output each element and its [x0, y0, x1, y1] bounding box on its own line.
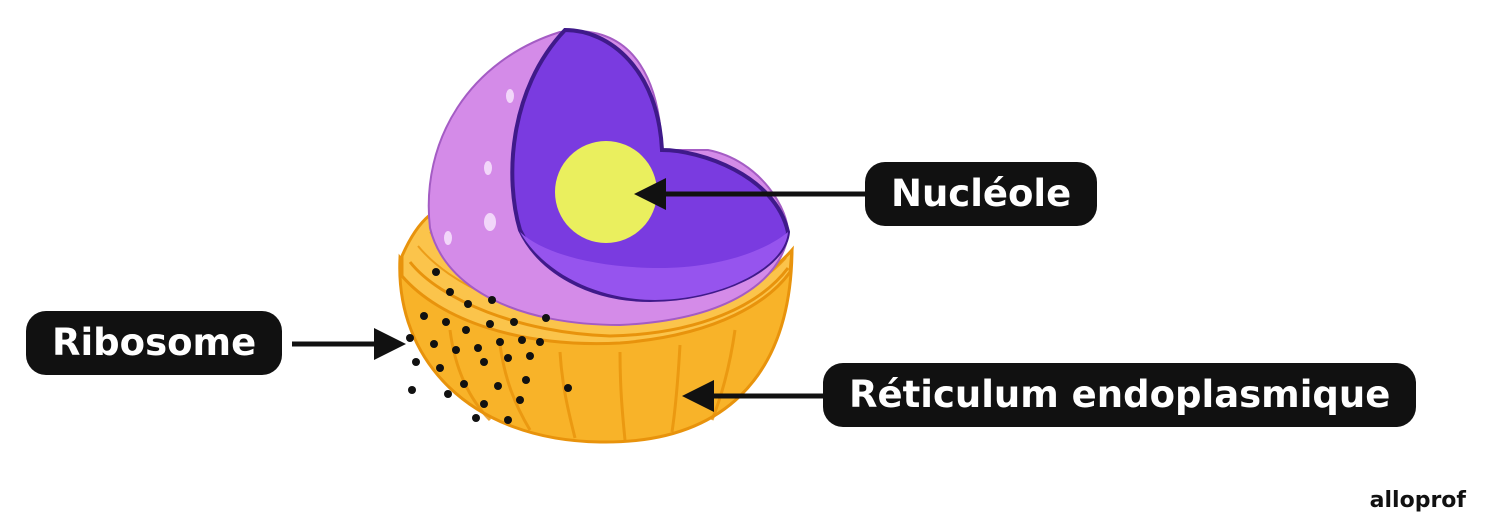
nucleolus	[555, 141, 657, 243]
brand-logo: alloprof	[1369, 488, 1466, 513]
nucleus	[427, 27, 791, 327]
arrow-nucleole	[634, 178, 868, 210]
label-ribosome: Ribosome	[26, 311, 283, 375]
label-reticulum: Réticulum endoplasmique	[823, 363, 1417, 427]
ribosomes	[406, 268, 572, 424]
arrow-reticulum	[682, 380, 826, 412]
arrow-ribosome	[292, 328, 406, 360]
label-nucleole: Nucléole	[865, 162, 1098, 226]
